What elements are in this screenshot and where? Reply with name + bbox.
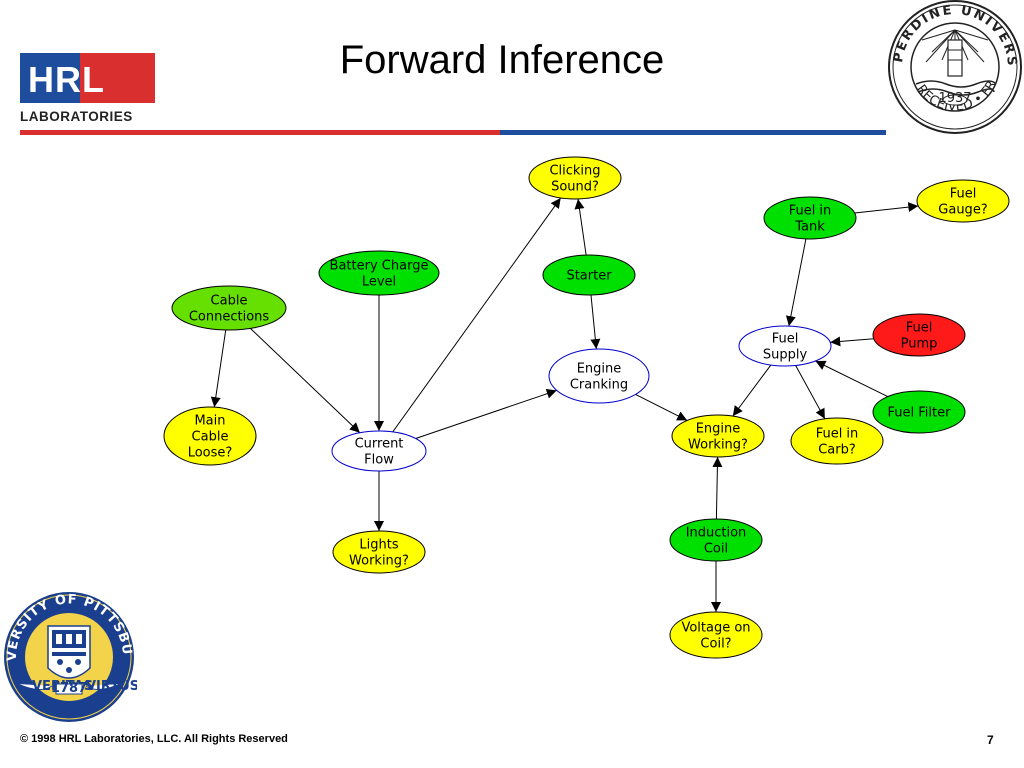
page-number: 7 (987, 733, 994, 747)
hrl-logo-text: HRL (28, 59, 105, 100)
node-label-line: Flow (364, 453, 394, 468)
edge-current-flow-to-engine-cranking (415, 388, 557, 439)
node-shape (916, 179, 1010, 223)
node-shape (163, 406, 257, 466)
edge-fuel-supply-to-fuel-in-carb (795, 365, 826, 420)
node-shape (790, 417, 884, 465)
copyright-footer: © 1998 HRL Laboratories, LLC. All Rights… (20, 733, 288, 745)
node-label-line: Sound? (551, 180, 599, 195)
pitt-year: 1787 (51, 681, 87, 696)
node-label-line: Coil? (700, 637, 731, 652)
node-label-line: Induction (686, 526, 747, 541)
edge-fuel-pump-to-fuel-supply (830, 336, 874, 347)
pitt-seal: UNIVERSITY OF PITTSBURGH VERITAS VIRTUS … (2, 590, 137, 722)
edge-starter-to-clicking-sound (574, 198, 587, 256)
edge-starter-to-engine-cranking (590, 294, 601, 350)
node-label-line: Coil (704, 542, 728, 557)
node-shape (171, 285, 287, 331)
node-shape (528, 156, 622, 200)
node-fuel-filter: Fuel Filter (872, 390, 966, 434)
edge-fuel-in-tank-to-fuel-supply (785, 238, 807, 327)
node-label-line: Engine (696, 422, 741, 437)
node-label-line: Main (194, 414, 225, 429)
node-label-line: Pump (901, 337, 938, 352)
edges (210, 197, 919, 612)
node-label-line: Working? (688, 438, 748, 453)
node-label-line: Supply (763, 348, 808, 363)
node-starter: Starter (542, 254, 636, 296)
node-label-line: Fuel (950, 187, 977, 202)
node-label-line: Tank (794, 220, 825, 235)
node-label-line: Voltage on (681, 621, 750, 636)
node-label-line: Fuel (772, 332, 799, 347)
pepperdine-seal: PEPPERDINE UNIVERSITY FREELY YE RECEIVED… (886, 0, 1022, 134)
node-shape (548, 348, 650, 404)
node-label-line: Battery Charge (330, 259, 429, 274)
node-label-line: Starter (566, 269, 612, 284)
node-shape (872, 390, 966, 434)
node-label-line: Working? (349, 554, 409, 569)
pitt-motto-right: VIRTUS (86, 679, 137, 694)
edge-cable-connections-to-main-cable-loose (210, 329, 227, 408)
node-shape (738, 325, 832, 367)
edge-induction-coil-to-engine-working (712, 456, 723, 520)
node-shape (671, 414, 765, 458)
edge-fuel-supply-to-engine-working (732, 364, 772, 417)
node-shape (542, 254, 636, 296)
pepperdine-year: 1937 (938, 91, 971, 106)
node-label-line: Clicking (549, 164, 600, 179)
node-label-line: Carb? (818, 443, 856, 458)
edge-engine-cranking-to-engine-working (635, 393, 688, 421)
node-label-line: Cranking (570, 378, 628, 393)
node-shape (763, 196, 857, 240)
node-label-line: Engine (577, 362, 622, 377)
node-label-line: Gauge? (938, 203, 987, 218)
node-label-line: Fuel Filter (888, 406, 952, 421)
node-label-line: Cable (192, 430, 229, 445)
node-shape (332, 530, 426, 574)
node-label-line: Fuel (906, 321, 933, 336)
node-label-line: Connections (189, 310, 270, 325)
page-title: Forward Inference (339, 38, 665, 82)
node-label-line: Fuel in (816, 427, 859, 442)
node-shape (318, 250, 440, 296)
hrl-logo-subtext: LABORATORIES (20, 109, 133, 124)
node-shape (669, 611, 763, 659)
edge-fuel-in-tank-to-fuel-gauge (854, 202, 919, 214)
edge-current-flow-to-clicking-sound (392, 197, 562, 433)
node-label-line: Cable (211, 294, 248, 309)
node-label-line: Lights (359, 538, 398, 553)
node-label-line: Current (355, 437, 404, 452)
node-shape (331, 430, 427, 472)
header-divider (20, 130, 886, 135)
hrl-logo: HRL LABORATORIES (20, 53, 160, 125)
node-label-line: Loose? (188, 446, 233, 461)
node-shape (872, 313, 966, 357)
edge-fuel-filter-to-fuel-supply (815, 360, 888, 398)
node-label-line: Level (362, 275, 396, 290)
node-label-line: Fuel in (789, 204, 832, 219)
node-shape (669, 518, 763, 562)
edge-cable-connections-to-current-flow (250, 328, 361, 434)
